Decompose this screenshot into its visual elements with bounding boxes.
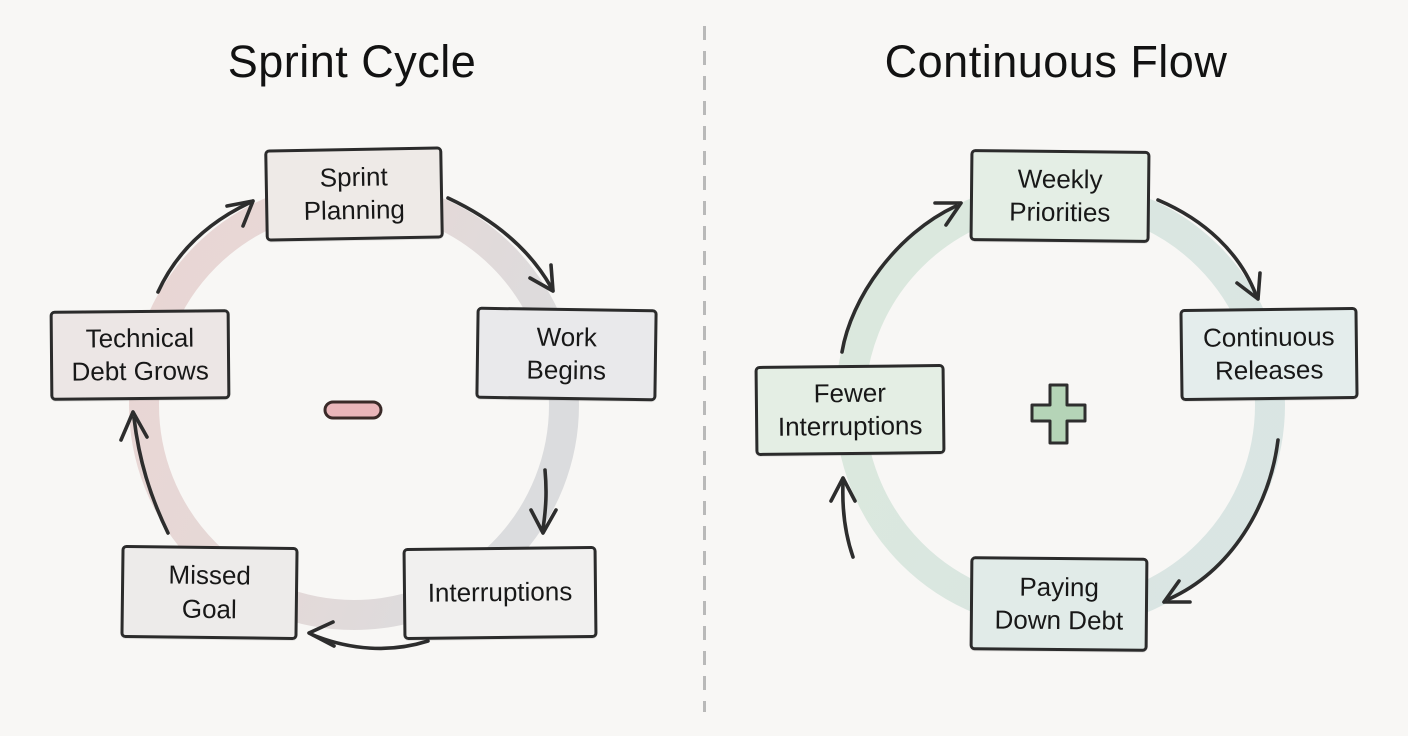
node-label: Continuous Releases [1202, 320, 1335, 386]
arrow-interruptions-to-missed-goal [307, 620, 430, 651]
node-interruptions: Interruptions [402, 545, 598, 641]
node-label: Fewer Interruptions [777, 377, 923, 442]
node-label: Technical Debt Grows [71, 322, 209, 387]
arrow-technical-debt-to-sprint-planning [156, 199, 255, 294]
plus-icon [1030, 383, 1087, 445]
arrow-work-begins-to-interruptions [529, 468, 558, 535]
node-label: Sprint Planning [303, 161, 406, 226]
minus-icon [323, 400, 383, 420]
arrow-fewer-interruptions-to-weekly-priorities [840, 201, 963, 354]
node-label: Paying Down Debt [994, 571, 1124, 636]
arrow-weekly-priorities-to-continuous-releases [1156, 198, 1262, 301]
left-panel-title: Sprint Cycle [227, 36, 477, 87]
node-weekly-priorities: Weekly Priorities [969, 149, 1151, 243]
node-technical-debt-grows: Technical Debt Grows [49, 309, 231, 401]
right-panel-title: Continuous Flow [884, 36, 1228, 87]
node-fewer-interruptions: Fewer Interruptions [754, 364, 946, 456]
node-missed-goal: Missed Goal [120, 544, 299, 641]
node-paying-down-debt: Paying Down Debt [969, 556, 1149, 652]
node-label: Work Begins [526, 321, 607, 386]
node-continuous-releases: Continuous Releases [1179, 306, 1359, 402]
node-work-begins: Work Begins [475, 306, 658, 402]
arrow-paying-down-debt-to-fewer-interruptions [829, 476, 857, 559]
node-sprint-planning: Sprint Planning [264, 146, 444, 242]
node-label: Missed Goal [168, 559, 252, 624]
node-label: Interruptions [427, 576, 573, 609]
node-label: Weekly Priorities [1009, 163, 1111, 228]
arrow-sprint-planning-to-work-begins [446, 196, 555, 293]
arrow-missed-goal-to-technical-debt [119, 410, 170, 535]
panel-divider [703, 26, 706, 712]
arrow-continuous-releases-to-paying-down-debt [1162, 438, 1280, 604]
